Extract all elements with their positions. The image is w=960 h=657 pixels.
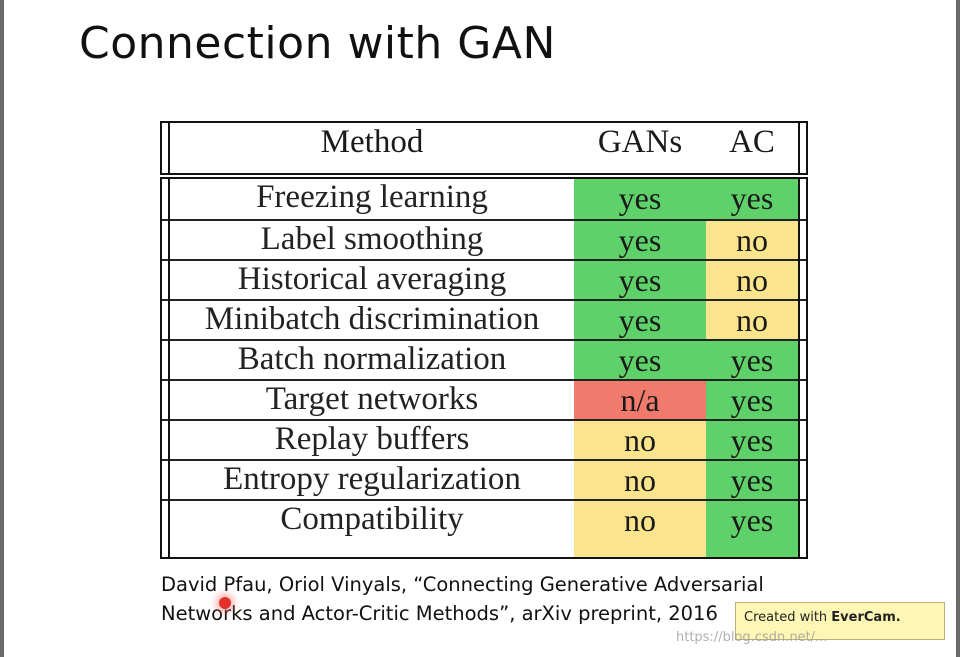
ac-cell: no xyxy=(706,221,798,259)
gans-cell: n/a xyxy=(574,381,706,419)
gans-cell: yes xyxy=(574,179,706,219)
ac-cell: yes xyxy=(706,179,798,219)
method-cell: Freezing learning xyxy=(256,179,488,215)
gans-cell: yes xyxy=(574,341,706,379)
watermark-brand: EverCam. xyxy=(831,610,901,625)
slide-title: Connection with GAN xyxy=(79,18,556,69)
citation-line: David Pfau, Oriol Vinyals, “Connecting G… xyxy=(161,573,764,596)
table-header: Method GANs AC xyxy=(160,121,808,175)
ac-cell: yes xyxy=(706,501,798,557)
method-cell: Minibatch discrimination xyxy=(204,301,540,337)
table-row: Historical averaging yes no xyxy=(162,259,806,299)
ac-cell: yes xyxy=(706,461,798,499)
table-row: Batch normalization yes yes xyxy=(162,339,806,379)
method-cell: Entropy regularization xyxy=(223,461,521,497)
gans-cell: yes xyxy=(574,221,706,259)
header-ac: AC xyxy=(729,124,775,160)
pointer-highlight-icon xyxy=(219,597,231,609)
table-row: Minibatch discrimination yes no xyxy=(162,299,806,339)
ac-cell: yes xyxy=(706,421,798,459)
method-cell: Label smoothing xyxy=(260,221,484,257)
header-method: Method xyxy=(320,124,424,160)
gans-cell: no xyxy=(574,501,706,557)
citation-line: Networks and Actor-Critic Methods”, arXi… xyxy=(161,602,718,625)
table-row: Entropy regularization no yes xyxy=(162,459,806,499)
gans-cell: no xyxy=(574,461,706,499)
header-gans: GANs xyxy=(597,124,683,160)
watermark-prefix: Created with xyxy=(744,610,832,625)
gans-cell: yes xyxy=(574,261,706,299)
table-row: Compatibility no yes xyxy=(162,499,806,557)
ac-cell: yes xyxy=(706,381,798,419)
method-cell: Target networks xyxy=(265,381,479,417)
table-body: Freezing learning yes yes Label smoothin… xyxy=(160,177,808,559)
method-cell: Compatibility xyxy=(280,501,464,537)
evercam-watermark: Created with EverCam. xyxy=(735,602,945,640)
ac-cell: yes xyxy=(706,341,798,379)
table-row: Target networks n/a yes xyxy=(162,379,806,419)
url-watermark: https://blog.csdn.net/... xyxy=(676,630,828,645)
ac-cell: no xyxy=(706,261,798,299)
gans-cell: no xyxy=(574,421,706,459)
ac-cell: no xyxy=(706,301,798,339)
table-row: Label smoothing yes no xyxy=(162,219,806,259)
slide: Connection with GAN Method GANs AC Freez… xyxy=(4,0,956,657)
table-row: Replay buffers no yes xyxy=(162,419,806,459)
citation: David Pfau, Oriol Vinyals, “Connecting G… xyxy=(161,570,801,628)
method-cell: Replay buffers xyxy=(274,421,470,457)
method-cell: Batch normalization xyxy=(237,341,507,377)
table-row: Freezing learning yes yes xyxy=(162,179,806,219)
gans-cell: yes xyxy=(574,301,706,339)
method-cell: Historical averaging xyxy=(237,261,507,297)
